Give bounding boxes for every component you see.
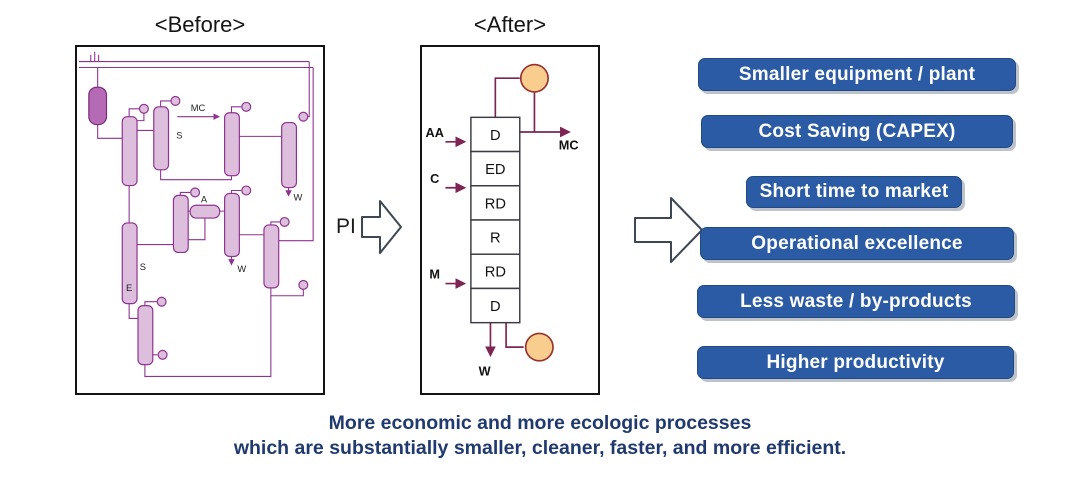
condenser-circle — [519, 63, 549, 93]
reboiler-circle — [524, 332, 554, 362]
after-column: D ED RD R RD D — [470, 116, 521, 324]
condenser-circle — [298, 279, 309, 290]
condenser-circle — [157, 349, 168, 360]
output-label-mc: MC — [559, 138, 579, 153]
condenser-circle — [156, 296, 167, 307]
benefit-productivity: Higher productivity — [697, 346, 1014, 379]
heat-exchanger — [189, 204, 221, 219]
before-label-w1: W — [293, 192, 302, 202]
reactor-vessel — [88, 86, 108, 126]
input-label-aa: AA — [426, 125, 444, 140]
column — [137, 305, 154, 366]
after-streams — [445, 77, 571, 358]
before-label-s2: S — [140, 262, 146, 272]
benefit-cost-saving: Cost Saving (CAPEX) — [701, 115, 1013, 148]
right-arrow-icon — [360, 200, 402, 254]
column — [281, 121, 298, 189]
column — [224, 192, 240, 257]
condenser-circle — [298, 111, 309, 122]
before-flowsheet: MC S A W W S E — [78, 51, 314, 377]
section-label: R — [490, 230, 501, 246]
section-label: RD — [485, 196, 506, 212]
input-label-c: C — [430, 171, 439, 186]
condenser-circle — [170, 95, 181, 106]
pi-arrow-group: PI — [336, 196, 422, 258]
before-labels: MC S A W W S E — [126, 103, 302, 293]
column — [224, 112, 240, 177]
column — [121, 222, 138, 305]
benefit-smaller-equipment: Smaller equipment / plant — [698, 58, 1016, 91]
column — [172, 194, 189, 254]
before-label-mc: MC — [191, 103, 206, 113]
benefit-less-waste: Less waste / by-products — [697, 285, 1015, 318]
pi-label: PI — [336, 215, 356, 238]
column-section — [470, 287, 521, 324]
column — [153, 106, 170, 171]
column-section — [470, 219, 521, 255]
condenser-circle — [241, 101, 252, 112]
benefit-short-time: Short time to market — [746, 176, 962, 208]
before-label-s: S — [176, 130, 182, 140]
output-label-w: W — [479, 363, 491, 378]
section-label: RD — [485, 265, 506, 281]
column — [263, 224, 280, 289]
before-title: <Before> — [154, 12, 246, 37]
condenser-circle — [190, 187, 201, 198]
section-label: D — [490, 128, 501, 144]
equipment — [121, 95, 309, 366]
column — [121, 116, 138, 187]
caption-line2: which are substantially smaller, cleaner… — [233, 437, 847, 459]
caption: More economic and more ecologic processe… — [0, 411, 1080, 461]
benefit-operational: Operational excellence — [700, 227, 1014, 260]
column-section — [470, 253, 521, 290]
condenser-circle — [279, 216, 290, 227]
before-label-a: A — [201, 194, 208, 204]
section-label: D — [490, 299, 501, 315]
after-title: <After> — [473, 12, 547, 37]
before-panel: MC S A W W S E — [75, 45, 325, 395]
section-label: ED — [485, 162, 505, 178]
column-section — [470, 116, 521, 153]
column-section — [470, 185, 521, 221]
after-panel: D ED RD R RD D AA C M MC W — [420, 45, 600, 395]
condenser-circle — [138, 103, 149, 114]
before-label-e: E — [126, 283, 132, 293]
pipes — [78, 51, 314, 377]
after-stream-labels: AA C M MC W — [426, 125, 579, 379]
benefits-arrow-icon — [634, 197, 703, 263]
before-label-w2: W — [237, 264, 246, 274]
condenser-circle — [241, 185, 252, 196]
caption-line1: More economic and more ecologic processe… — [328, 412, 752, 434]
input-label-m: M — [429, 267, 440, 282]
after-diagram: D ED RD R RD D AA C M MC W — [426, 63, 579, 379]
